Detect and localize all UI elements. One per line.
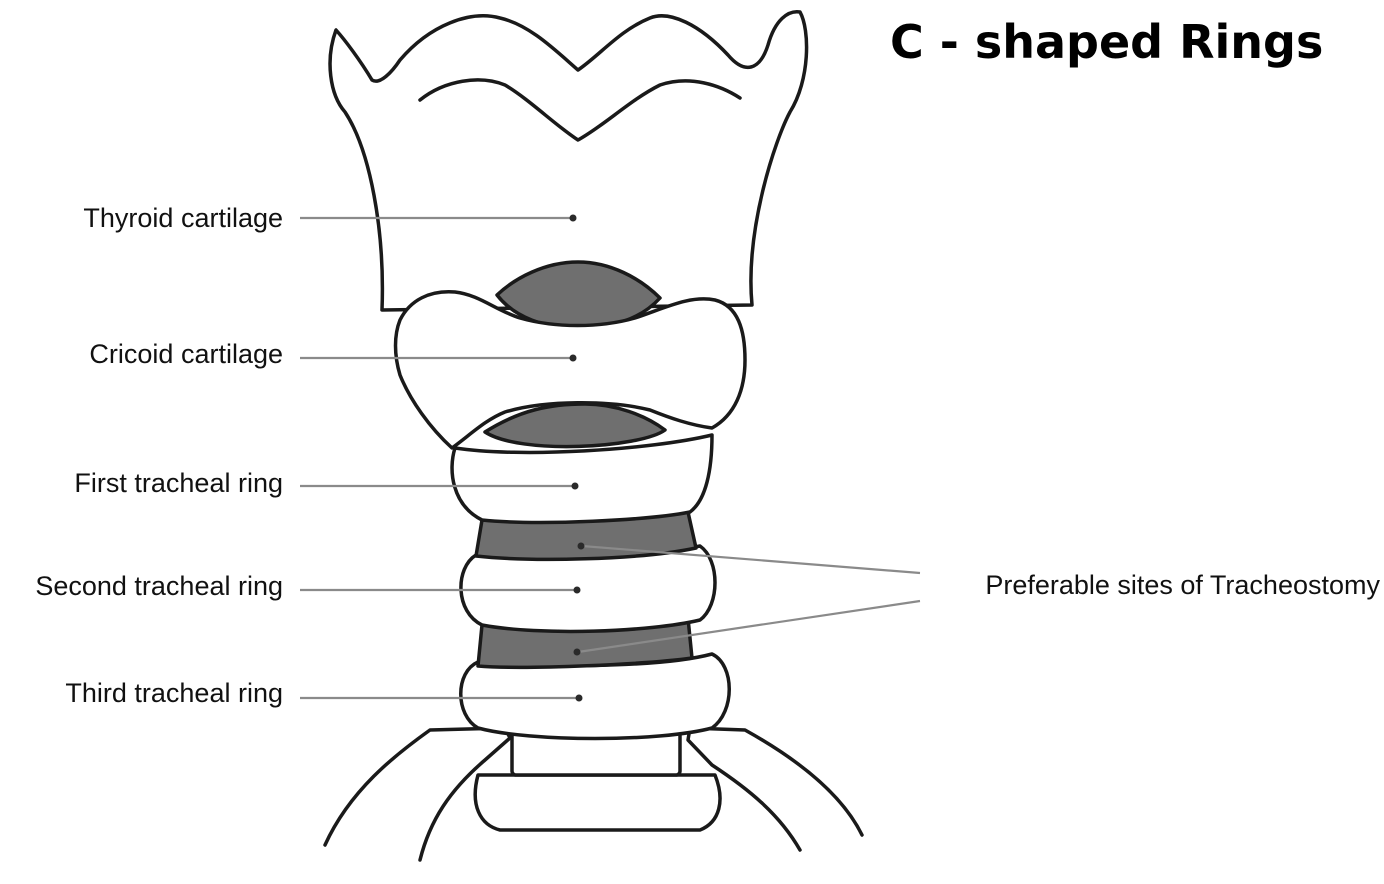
- lower-site-leader-tip: [573, 648, 581, 656]
- upper-site-leader: [581, 544, 921, 575]
- label-thyroid-cartilage: Thyroid cartilage: [83, 203, 283, 233]
- lower-trachea-segment: [473, 773, 722, 832]
- tracheostomy-leaders: [573, 542, 921, 656]
- label-cricoid-cartilage: Cricoid cartilage: [89, 339, 283, 369]
- label-second-tracheal-ring: Second tracheal ring: [35, 571, 283, 601]
- thyroid-leader-tip: [569, 214, 577, 222]
- left-leaders: [300, 214, 583, 702]
- lower-site-leader: [577, 599, 921, 654]
- third-ring-leader-tip: [575, 694, 583, 702]
- thyroid-notch-line: [418, 78, 742, 142]
- upper-site-leader-tip: [577, 542, 585, 550]
- label-first-tracheal-ring: First tracheal ring: [74, 468, 283, 498]
- diagram-title: C - shaped Rings: [890, 15, 1323, 69]
- label-tracheostomy-sites: Preferable sites of Tracheostomy: [985, 570, 1380, 600]
- first-tracheal-ring: [450, 433, 714, 525]
- lower-cricoid-membrane: [483, 402, 667, 449]
- first-ring-leader-tip: [571, 482, 579, 490]
- cricoid-cartilage: [393, 290, 747, 450]
- cricoid-leader-tip: [569, 354, 577, 362]
- label-third-tracheal-ring: Third tracheal ring: [65, 678, 283, 708]
- thyroid-cartilage: [328, 10, 809, 312]
- second-ring-leader-tip: [573, 586, 581, 594]
